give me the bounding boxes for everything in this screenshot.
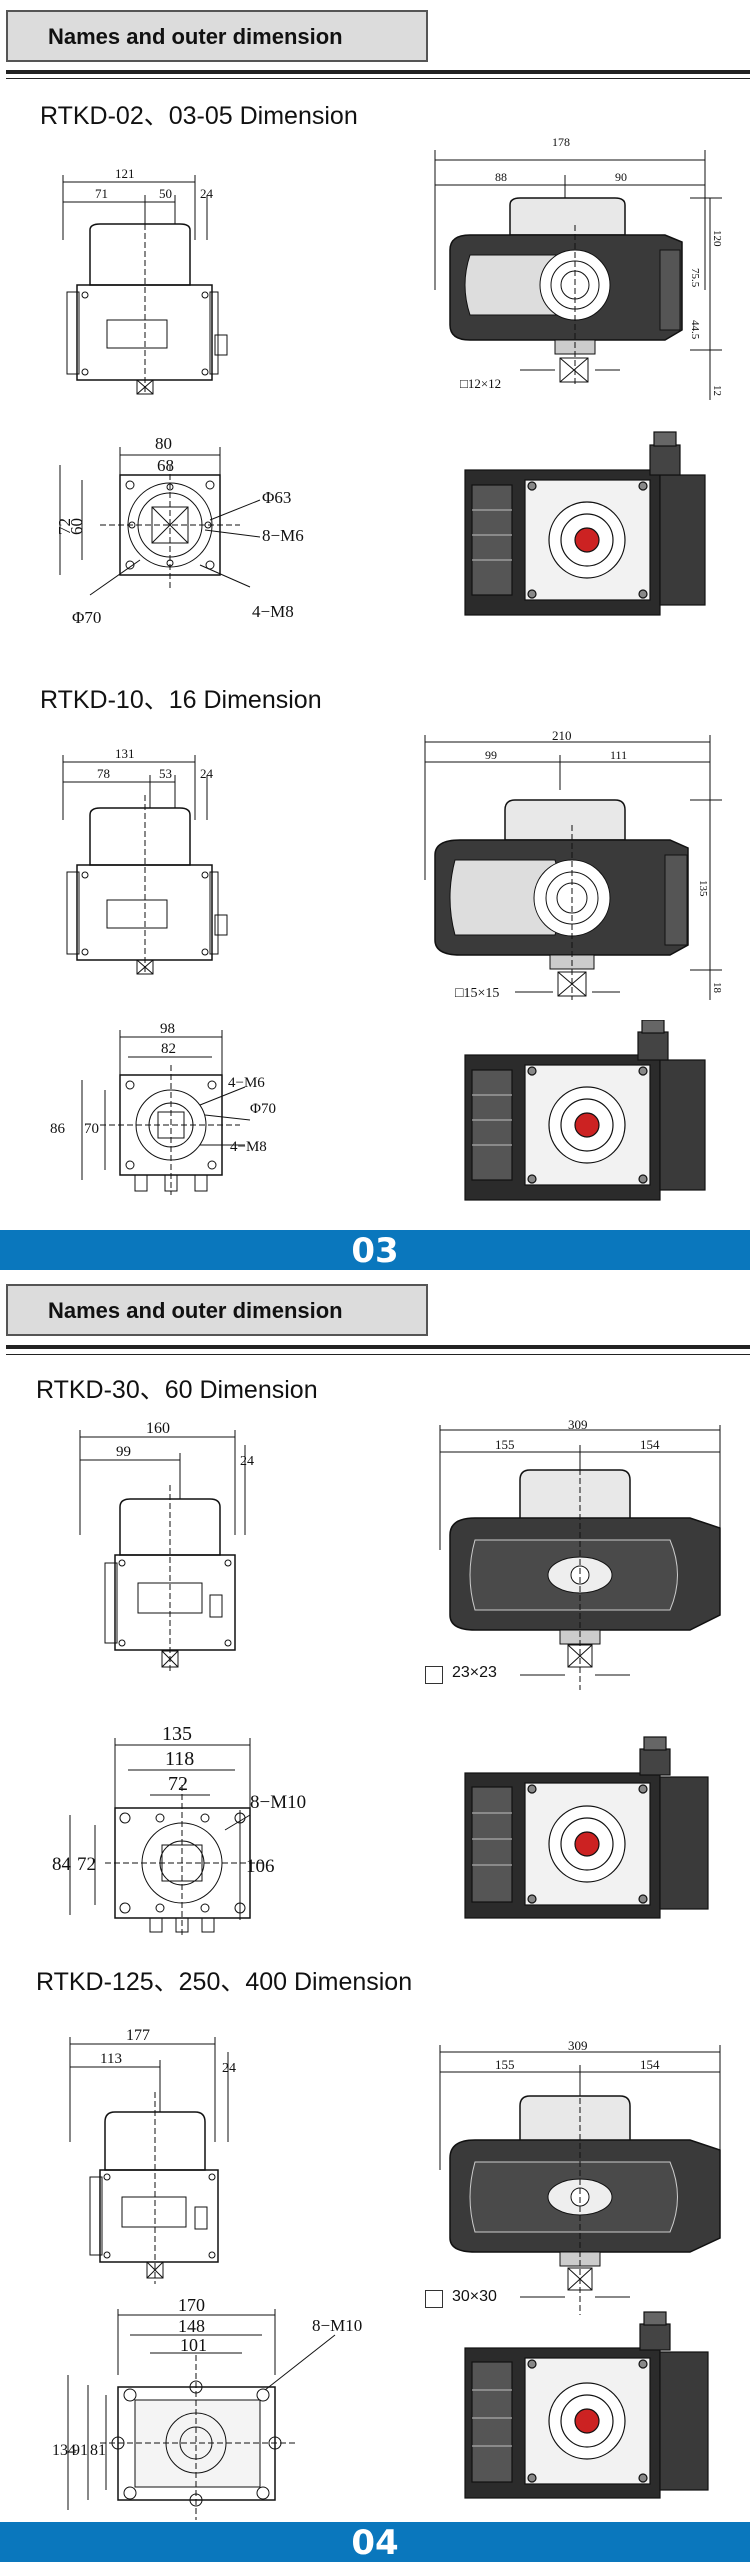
dim-a: 155 (495, 2057, 515, 2072)
dim-w1: 135 (162, 1723, 192, 1745)
section-header: Names and outer dimension (6, 10, 428, 62)
flange-view-drawing: 135 118 72 84 72 106 8−M10 (52, 1723, 306, 1935)
dim-c: 24 (222, 2061, 236, 2076)
front-view-drawing: 210 99 111 135 18 □15×15 (424, 730, 723, 1001)
divider (6, 1354, 750, 1355)
dim-a: 99 (485, 748, 497, 762)
page-number-bar: 03 (0, 1230, 750, 1271)
dim-h3: 106 (246, 1856, 275, 1877)
dim-h1: 86 (50, 1121, 66, 1137)
dim-total: 121 (115, 166, 135, 181)
side-view-drawing: 160 99 24 (79, 1420, 254, 1673)
dim-h3: 81 (90, 2442, 106, 2459)
dim-square: □15×15 (455, 986, 499, 1001)
dim-h2: 70 (84, 1121, 99, 1137)
dim-h1: 84 (52, 1854, 72, 1875)
top-view-drawing (464, 1020, 706, 1201)
dim-total: 131 (115, 746, 135, 761)
dim-h1: 75.5 (689, 268, 701, 288)
dim-total: 177 (126, 2027, 150, 2044)
dim-c: 24 (200, 186, 214, 201)
side-view-drawing: 121 71 50 24 (62, 166, 228, 395)
dim-b: 53 (159, 766, 172, 781)
dim-t2: 4−M8 (252, 602, 294, 621)
dim-total: 210 (552, 730, 572, 743)
dim-total: 309 (568, 1420, 588, 1432)
dim-total: 309 (568, 2040, 588, 2053)
front-view-drawing: 309 155 154 (439, 2040, 721, 2315)
dim-b: 154 (640, 1437, 660, 1452)
page-number: 03 (351, 1231, 399, 1271)
dim-b: 50 (159, 186, 172, 201)
dim-h2: 91 (72, 2442, 88, 2459)
divider (6, 70, 750, 74)
dim-square: 23×23 (452, 1664, 497, 1681)
dim-a: 88 (495, 170, 507, 184)
dim-t2: 4−M8 (230, 1139, 267, 1155)
dim-b: 154 (640, 2057, 660, 2072)
dim-t1: 8−M10 (250, 1792, 306, 1813)
section-title: RTKD-02、03-05 Dimension (40, 102, 358, 130)
dim-c: 24 (240, 1454, 254, 1469)
dim-h3: 120 (711, 230, 723, 247)
dim-a: 155 (495, 1437, 515, 1452)
side-view-drawing: 131 78 53 24 (62, 746, 228, 975)
square-symbol-icon (425, 1666, 443, 1684)
dim-w2: 68 (157, 456, 174, 475)
top-view-drawing (464, 431, 706, 616)
front-view-drawing: 309 155 154 (439, 1420, 721, 1690)
dim-a: 99 (116, 1444, 131, 1460)
dim-h2: 18 (711, 982, 723, 994)
dim-h4: 12 (711, 385, 723, 396)
divider (6, 1345, 750, 1349)
dim-c: 24 (200, 766, 214, 781)
dim-a: 113 (100, 2051, 122, 2067)
dim-h2: 72 (77, 1854, 96, 1875)
dim-square: □12×12 (460, 376, 501, 391)
section-title: RTKD-10、16 Dimension (40, 686, 322, 714)
flange-view-drawing: 170 148 101 134 91 81 8−M10 (52, 2295, 362, 2520)
page-number: 04 (351, 2523, 399, 2563)
dim-t1: 8−M6 (262, 526, 304, 545)
top-view-drawing (464, 2311, 709, 2499)
dim-square: 30×30 (452, 2288, 497, 2305)
front-view-drawing: 178 88 90 75.5 44.5 120 12 □12×12 (434, 135, 723, 400)
section-header: Names and outer dimension (6, 1284, 428, 1336)
dim-a: 78 (97, 766, 110, 781)
dim-w1: 98 (160, 1021, 175, 1037)
dim-h2: 44.5 (689, 320, 701, 340)
dim-h1: 72 (55, 518, 74, 535)
dim-h1: 134 (52, 2442, 76, 2459)
dim-b: 90 (615, 170, 627, 184)
dim-w2: 82 (161, 1041, 176, 1057)
top-view-drawing (464, 1736, 709, 1919)
page-number-bar: 04 (0, 2522, 750, 2563)
dim-w1: 80 (155, 434, 172, 453)
side-view-drawing: 177 113 24 (69, 2027, 236, 2284)
dim-t1: 8−M10 (312, 2316, 362, 2335)
divider (6, 78, 750, 79)
dim-t1: 4−M6 (228, 1075, 265, 1091)
dim-h1: 135 (697, 880, 709, 897)
dim-b: 111 (610, 748, 627, 762)
dim-a: 71 (95, 186, 108, 201)
dim-w2: 118 (165, 1748, 194, 1770)
dim-total: 160 (146, 1420, 170, 1437)
dim-w3: 101 (180, 2335, 207, 2355)
flange-view-drawing: 98 82 86 70 4−M6 Φ70 4−M8 (50, 1021, 276, 1195)
dim-d1: Φ63 (262, 488, 291, 507)
dim-w1: 170 (178, 2295, 205, 2315)
flange-view-drawing: 80 68 72 60 Φ63 8−M6 4−M8 Φ70 (55, 434, 304, 627)
section-title: RTKD-125、250、400 Dimension (36, 1968, 413, 1996)
dim-total: 178 (552, 135, 570, 149)
dim-h2: 60 (67, 518, 86, 535)
dim-d2: Φ70 (72, 608, 101, 627)
dim-d1: Φ70 (250, 1101, 276, 1117)
section-title: RTKD-30、60 Dimension (36, 1376, 318, 1404)
dim-w2: 148 (178, 2316, 205, 2336)
dim-w3: 72 (168, 1773, 188, 1795)
square-symbol-icon (425, 2290, 443, 2308)
